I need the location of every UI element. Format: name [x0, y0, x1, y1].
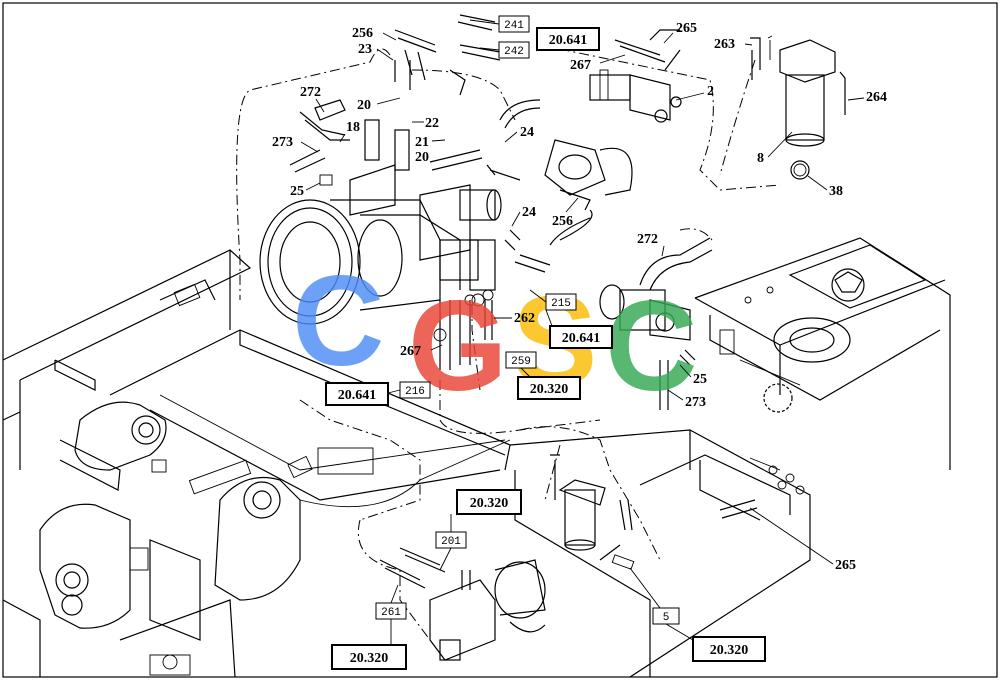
callout-263: 263 — [714, 37, 735, 52]
pressure-filter — [550, 454, 758, 570]
callout-21: 21 — [415, 135, 429, 150]
callout-25-left: 25 — [290, 184, 304, 199]
box-leaders — [387, 19, 694, 645]
hose-fittings — [289, 14, 633, 273]
callout-267-top: 267 — [570, 58, 591, 73]
callout-23: 23 — [358, 42, 372, 57]
callout-20-lower: 20 — [415, 150, 429, 165]
callout-273-right: 273 — [685, 395, 706, 410]
logo-letter-c1: C — [292, 250, 384, 393]
ref-box-5: 20.320 — [470, 496, 509, 511]
sub-box-241: 241 — [504, 20, 524, 32]
hydraulic-pump — [259, 119, 502, 325]
chassis-frame — [2, 249, 511, 678]
logo-letter-c2: C — [605, 275, 697, 418]
callout-272-top: 272 — [300, 85, 321, 100]
callout-256-top: 256 — [352, 26, 373, 41]
callout-22: 22 — [425, 116, 439, 131]
control-valve — [379, 547, 546, 661]
callout-267-mid: 267 — [400, 344, 421, 359]
sub-box-216: 216 — [405, 386, 425, 398]
callout-273-top: 273 — [272, 135, 293, 150]
callout-38: 38 — [829, 184, 843, 199]
callout-8: 8 — [757, 151, 764, 166]
sub-box-201: 201 — [441, 536, 461, 548]
sub-box-5: 5 — [663, 612, 670, 624]
callout-18: 18 — [346, 120, 360, 135]
callout-256-mid: 256 — [552, 214, 573, 229]
hydraulic-tank — [694, 237, 951, 470]
sub-box-242: 242 — [504, 46, 524, 58]
callout-2: 2 — [707, 84, 714, 99]
callout-264: 264 — [866, 90, 887, 105]
valve-block — [589, 29, 682, 123]
callout-265-bottom: 265 — [835, 558, 856, 573]
callout-272-mid: 272 — [637, 232, 658, 247]
ref-box-3: 20.641 — [338, 388, 377, 403]
hose-routes — [236, 44, 781, 641]
callout-20-upper: 20 — [357, 98, 371, 113]
sub-box-259: 259 — [511, 356, 531, 368]
suction-fittings — [433, 237, 713, 410]
oil-filter — [750, 35, 846, 180]
sub-box-261: 261 — [381, 607, 401, 619]
callout-24-lower: 24 — [522, 205, 536, 220]
ref-box-1: 20.641 — [549, 33, 588, 48]
ref-box-2: 20.641 — [562, 331, 601, 346]
ref-box-6: 20.320 — [350, 651, 389, 666]
ref-box-7: 20.320 — [710, 643, 749, 658]
callout-262: 262 — [514, 311, 535, 326]
ref-box-4: 20.320 — [530, 382, 569, 397]
sub-box-215: 215 — [551, 298, 571, 310]
callout-24-upper: 24 — [520, 125, 534, 140]
callout-25-right: 25 — [693, 372, 707, 387]
callout-265-top: 265 — [676, 21, 697, 36]
callout-group: 256 23 20 272 18 22 273 21 20 25 24 24 2… — [272, 21, 887, 573]
ref-box-group: 20.641 20.641 20.641 20.320 20.320 20.32… — [325, 27, 766, 670]
